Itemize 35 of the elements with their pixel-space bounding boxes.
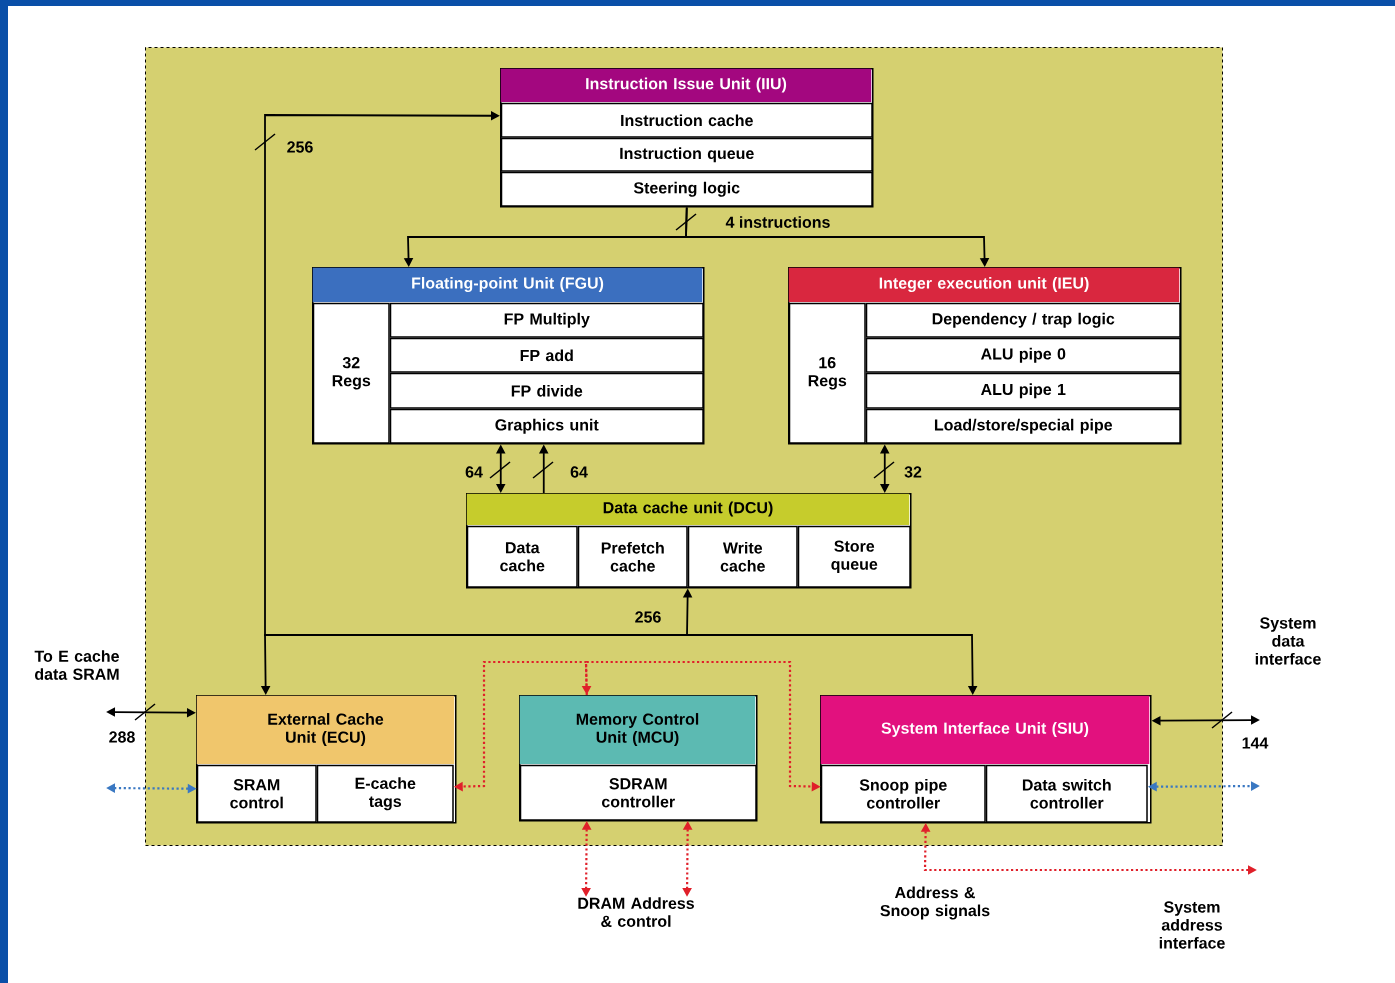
interface-label: Address & Snoop signals xyxy=(880,886,990,920)
table-cell: ALU pipe 0 xyxy=(865,337,1181,373)
interface-label: System data interface xyxy=(1255,617,1321,665)
table-cell: Instruction queue xyxy=(500,137,873,172)
table-cell: SDRAM controller xyxy=(519,764,757,821)
bus-width-label: 32 xyxy=(904,466,922,478)
table-cell: Load/store/special pipe xyxy=(865,408,1181,444)
table-cell: Graphics unit xyxy=(389,408,704,444)
bus-width-label: 4 instructions xyxy=(725,216,830,228)
interface-label: To E cache data SRAM xyxy=(34,650,119,680)
interface-label: System address interface xyxy=(1159,901,1225,949)
interface-label: DRAM Address & control xyxy=(578,897,694,927)
table-cell: Dependency / trap logic xyxy=(865,302,1181,338)
table-cell: FP add xyxy=(389,337,704,373)
bus-width-label: 288 xyxy=(109,731,135,743)
table-cell: Prefetch cache xyxy=(577,525,688,588)
bus-width-label: 144 xyxy=(1242,737,1269,749)
bus-width-label: 256 xyxy=(635,611,661,623)
table-cell: Snoop pipe controller xyxy=(820,764,986,823)
table-cell: SRAM control xyxy=(196,764,317,823)
table-cell: FP divide xyxy=(389,372,704,409)
bus-width-label: 64 xyxy=(570,466,588,478)
table-cell: 16 Regs xyxy=(788,302,866,444)
table-cell: Data cache xyxy=(466,525,578,588)
table-cell: FP Multiply xyxy=(389,302,704,338)
table-cell: ALU pipe 1 xyxy=(865,372,1181,409)
table-cell: Steering logic xyxy=(500,171,873,207)
table-cell: Data switch controller xyxy=(985,764,1148,823)
table-cell: Store queue xyxy=(797,525,911,588)
table-cell: Write cache xyxy=(687,525,798,588)
bus-width-label: 64 xyxy=(465,466,483,478)
table-cell: E-cache tags xyxy=(316,764,454,823)
bus-width-label: 256 xyxy=(287,141,313,153)
table-cell: 32 Regs xyxy=(312,302,390,444)
table-cell: Instruction cache xyxy=(500,102,873,138)
